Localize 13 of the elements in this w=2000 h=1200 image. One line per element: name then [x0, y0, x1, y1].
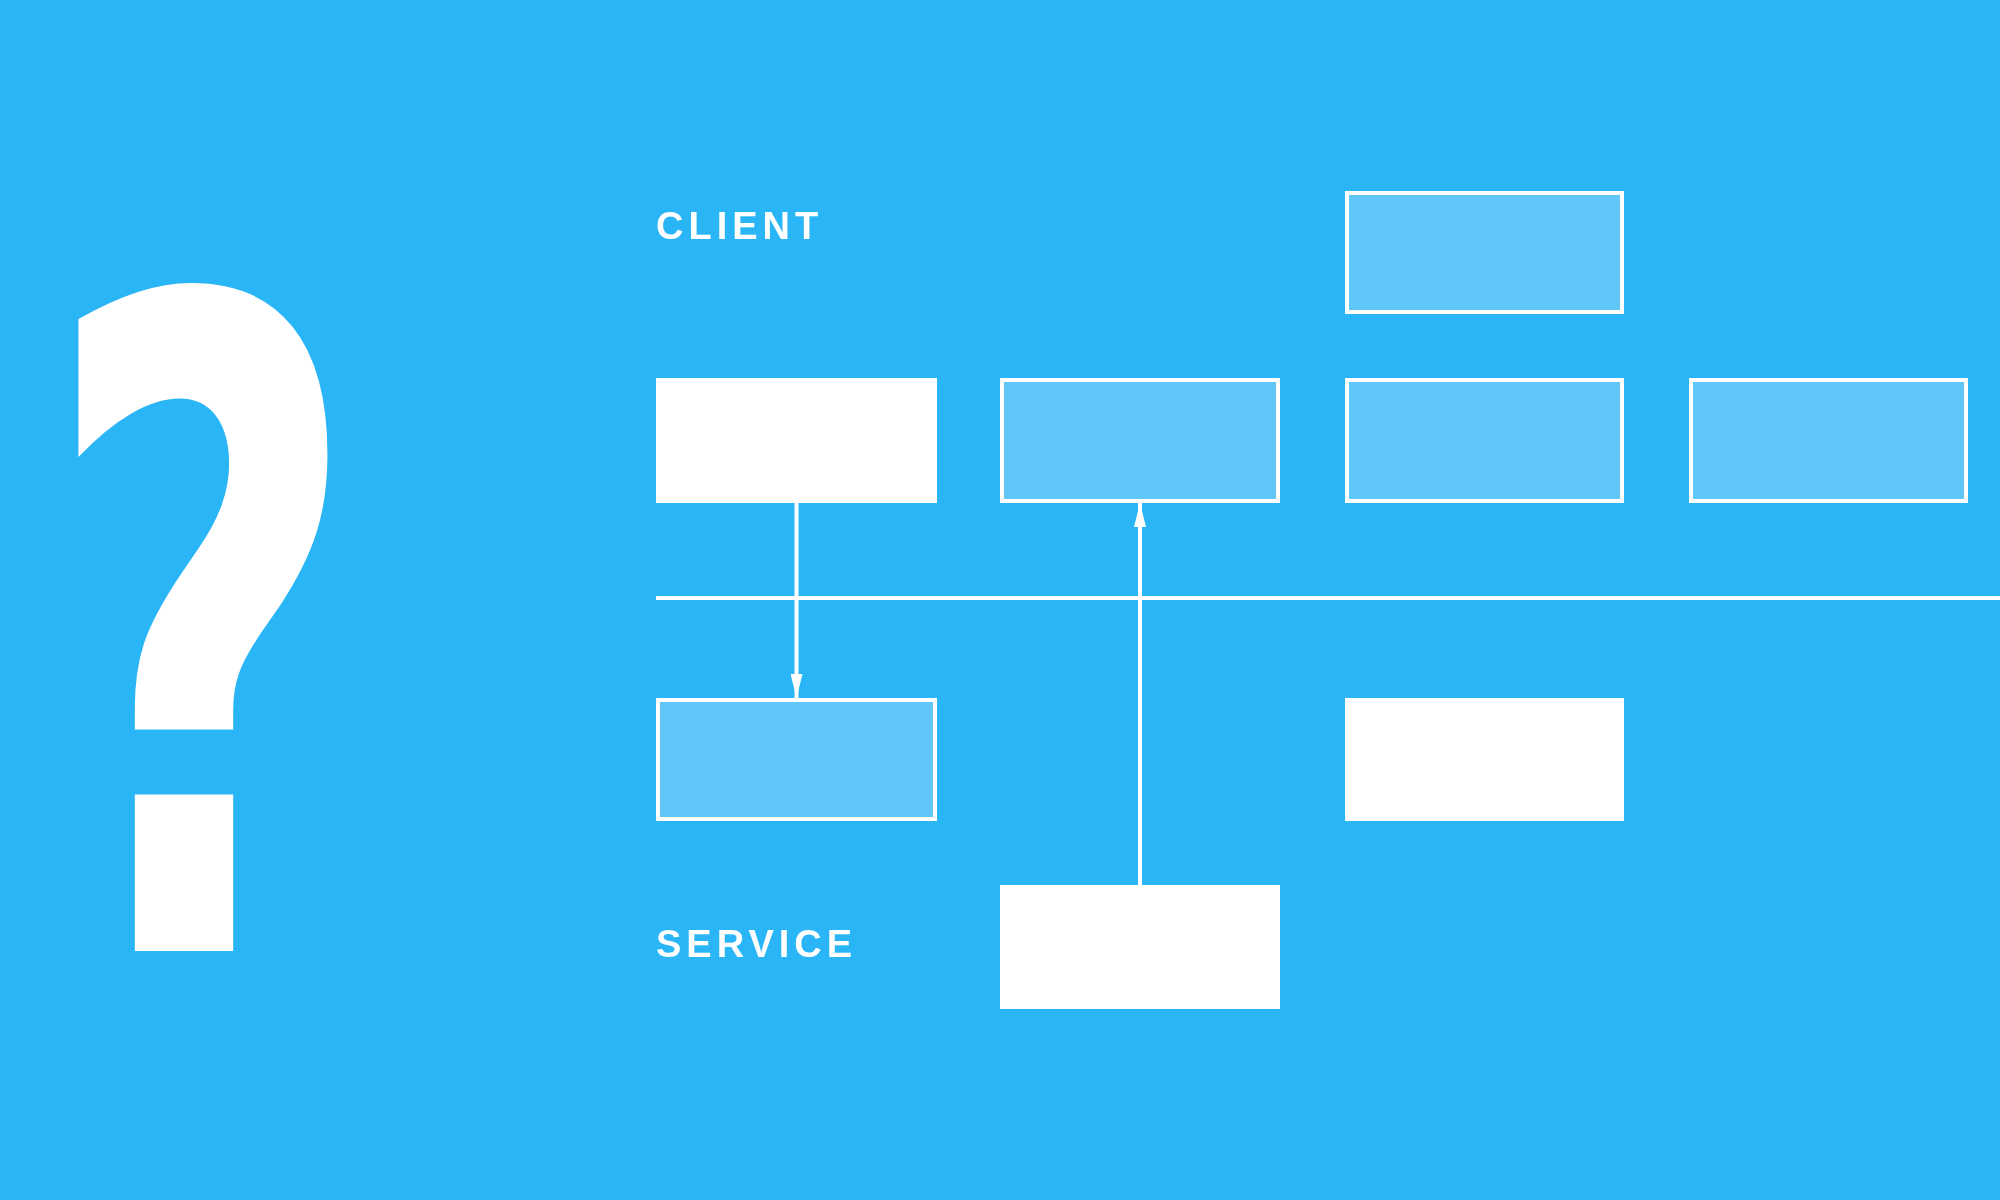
solid-box [1000, 885, 1280, 1009]
solid-box [1345, 698, 1624, 821]
layer-label: CLIENT [656, 207, 824, 245]
layer-label: SERVICE [656, 925, 858, 963]
arrow [1134, 503, 1146, 885]
outlined-box [1000, 378, 1280, 503]
question-mark: ? [40, 190, 364, 1090]
outlined-box [656, 698, 937, 821]
outlined-box [1345, 191, 1624, 314]
outlined-box [1689, 378, 1968, 503]
arrow [790, 503, 803, 698]
solid-box [656, 378, 937, 503]
outlined-box [1345, 378, 1624, 503]
